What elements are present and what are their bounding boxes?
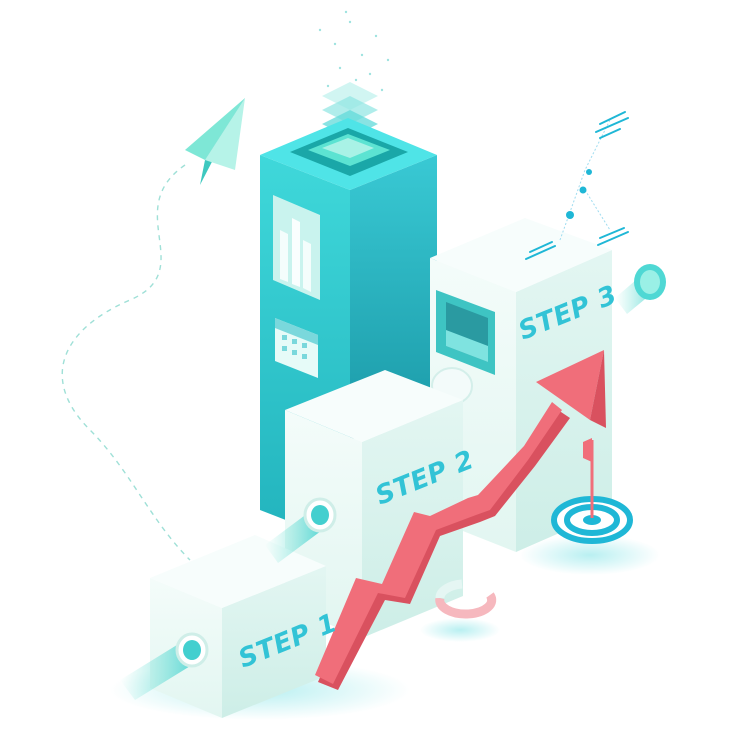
ground-glow: [520, 535, 660, 575]
growth-arrow-icon: [315, 350, 606, 690]
rocket-trail-icon: [120, 632, 209, 700]
flag-icon: [583, 438, 594, 518]
info-node-dots: [566, 169, 592, 219]
info-node-lines: [559, 119, 611, 241]
info-dash-lines: [525, 111, 629, 260]
particle-dots: [318, 10, 390, 92]
dashed-flight-path: [61, 164, 191, 561]
ground-glow: [420, 618, 500, 642]
calendar-icon: [275, 318, 318, 378]
rocket-trail-icon: [615, 264, 666, 314]
city-skyline-icon: [273, 195, 320, 300]
paper-plane-icon: [185, 98, 245, 185]
rocket-trail-icon: [265, 497, 337, 563]
ring-segment-icon: [435, 579, 497, 619]
